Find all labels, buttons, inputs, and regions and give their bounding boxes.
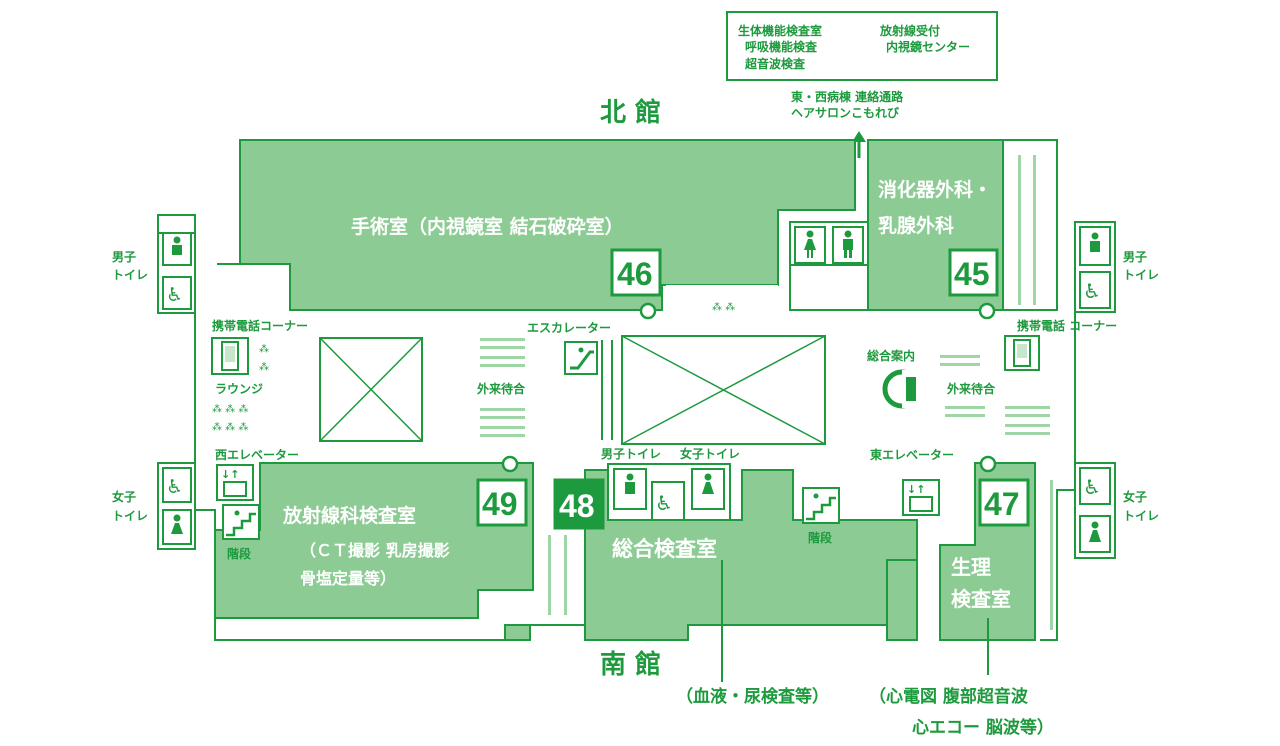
womens-toilet-label: トイレ xyxy=(112,509,148,523)
info-desk-icon[interactable] xyxy=(882,369,924,409)
lounge-label: ラウンジ xyxy=(215,382,263,396)
physiology-label-1: 生理 xyxy=(951,555,991,579)
stairs-label: 階段 xyxy=(227,546,252,561)
digestive-surgery-room[interactable]: 消化器外科・ 乳腺外科 45 xyxy=(867,139,1058,320)
stairs-icon-left[interactable] xyxy=(222,504,260,540)
info-desk-label: 総合案内 xyxy=(867,348,915,363)
male-toilet-icon xyxy=(843,230,853,258)
digestive-label-2: 乳腺外科 xyxy=(878,214,954,237)
east-elevator-label: 東エレベーター xyxy=(870,447,954,462)
top-box-item: 超音波検査 xyxy=(744,56,806,71)
svg-text:↓↑: ↓↑ xyxy=(221,468,239,481)
female-toilet-icon xyxy=(804,230,816,258)
north-building-label: 北 館 xyxy=(600,97,661,128)
stairs-icon-right[interactable] xyxy=(802,487,840,524)
center-womens-toilet-label: 女子トイレ xyxy=(680,446,740,461)
male-toilet-icon xyxy=(625,473,635,494)
radiology-room[interactable]: 放射線科検査室 （ＣＴ撮影 乳房撮影 骨塩定量等） 49 xyxy=(214,455,534,641)
phone-icon xyxy=(211,337,249,375)
waiting-seats-right xyxy=(940,355,1050,435)
west-elevator-icon[interactable]: ↓↑ xyxy=(216,464,254,501)
south-building-label: 南 館 xyxy=(600,649,661,680)
left-toilet-bottom[interactable]: ♿ 女子 トイレ xyxy=(112,462,196,550)
physiology-room[interactable]: 47 生理 検査室 xyxy=(939,455,1036,675)
waiting-label: 外来待合 xyxy=(947,381,996,396)
hair-salon-label: ヘアサロンこもれび xyxy=(791,105,900,120)
waiting-label: 外来待合 xyxy=(477,381,526,396)
center-toilet-block[interactable]: ♿ xyxy=(607,463,731,521)
north-right-seating xyxy=(1018,155,1036,305)
escalator-label: エスカレーター xyxy=(527,321,611,335)
room-number: 45 xyxy=(954,256,990,292)
north-toilet-block xyxy=(789,221,869,311)
top-info-box: 生体機能検査室 呼吸機能検査 超音波検査 放射線受付 内視鏡センター xyxy=(726,11,998,81)
radiology-label-2: （ＣＴ撮影 乳房撮影 xyxy=(300,541,450,560)
wheelchair-icon: ♿ xyxy=(166,476,183,498)
female-toilet-icon xyxy=(702,473,714,494)
general-lab-label: 総合検査室 xyxy=(612,537,717,561)
radiology-label-3: 骨塩定量等） xyxy=(300,569,396,588)
corridor-label: 東・西病棟 連絡通路 xyxy=(791,89,904,104)
mens-toilet-label: 男子 xyxy=(112,250,136,264)
right-toilet-bottom[interactable]: ♿ 女子 トイレ xyxy=(1074,462,1159,559)
top-box-item: 生体機能検査室 xyxy=(738,23,822,38)
wheelchair-icon: ♿ xyxy=(1083,475,1101,499)
surgery-room[interactable]: 手術室（内視鏡室 結石破砕室） 46 xyxy=(239,139,856,320)
womens-toilet-label: 女子 xyxy=(1123,489,1147,504)
female-toilet-icon xyxy=(171,514,183,534)
atrium-center xyxy=(621,335,826,445)
top-box-item: 内視鏡センター xyxy=(886,39,970,54)
male-toilet-icon xyxy=(1090,232,1100,252)
mens-toilet-label: トイレ xyxy=(1123,268,1159,282)
stairs-label: 階段 xyxy=(808,530,833,545)
room-number: 48 xyxy=(559,488,595,524)
wheelchair-icon: ♿ xyxy=(1083,279,1101,303)
blood-test-note: （血液・尿検査等） xyxy=(676,686,829,707)
male-toilet-icon xyxy=(172,236,182,255)
womens-toilet-label: 女子 xyxy=(112,489,136,504)
phone-icon xyxy=(1004,335,1040,371)
lounge-seats: ⁂ ⁂ ⁂ ⁂ ⁂ ⁂ ⁂ ⁂ xyxy=(212,343,269,433)
seats-marker: ⁂ ⁂ xyxy=(712,301,735,313)
room-number: 46 xyxy=(617,256,653,292)
ecg-note: （心電図 腹部超音波 xyxy=(869,686,1029,707)
echo-note: 心エコー 脳波等） xyxy=(912,717,1054,738)
east-elevator-icon[interactable]: ↓↑ xyxy=(902,479,940,516)
svg-text:↓↑: ↓↑ xyxy=(907,483,925,496)
west-elevator-label: 西エレベーター xyxy=(215,448,299,462)
corridor-seat xyxy=(548,535,551,615)
small-rooms-right xyxy=(886,559,918,640)
top-box-item: 呼吸機能検査 xyxy=(745,39,818,54)
svg-text:⁂ ⁂ ⁂: ⁂ ⁂ ⁂ xyxy=(212,403,248,415)
svg-text:⁂: ⁂ xyxy=(259,343,269,355)
female-toilet-icon xyxy=(1089,521,1101,542)
svg-text:⁂ ⁂ ⁂: ⁂ ⁂ ⁂ xyxy=(212,421,248,433)
digestive-label-1: 消化器外科・ xyxy=(878,178,992,201)
mens-toilet-label: トイレ xyxy=(112,268,148,282)
center-mens-toilet-label: 男子トイレ xyxy=(601,447,661,461)
physiology-label-2: 検査室 xyxy=(951,587,1011,611)
radiology-label-1: 放射線科検査室 xyxy=(282,504,416,527)
room-number: 47 xyxy=(984,486,1020,522)
escalator-icon[interactable] xyxy=(564,340,613,440)
mens-toilet-label: 男子 xyxy=(1123,250,1147,264)
right-toilet-top[interactable]: ♿ 男子 トイレ xyxy=(1074,221,1159,313)
room-number: 49 xyxy=(482,486,518,522)
surgery-label: 手術室（内視鏡室 結石破砕室） xyxy=(351,215,624,238)
wheelchair-icon: ♿ xyxy=(655,491,673,515)
waiting-seats-left xyxy=(480,338,525,437)
corridor-seat xyxy=(1050,480,1053,630)
left-toilet-top[interactable]: ♿ 男子 トイレ xyxy=(112,214,196,314)
top-box-item: 放射線受付 xyxy=(879,23,940,38)
atrium-left xyxy=(319,337,423,442)
corridor-seat xyxy=(564,535,567,615)
phone-corner-label: 携帯電話 コーナー xyxy=(1017,318,1117,333)
phone-corner-label: 携帯電話コーナー xyxy=(212,318,308,333)
svg-text:⁂: ⁂ xyxy=(259,361,269,373)
wheelchair-icon: ♿ xyxy=(166,284,183,306)
womens-toilet-label: トイレ xyxy=(1123,509,1159,523)
